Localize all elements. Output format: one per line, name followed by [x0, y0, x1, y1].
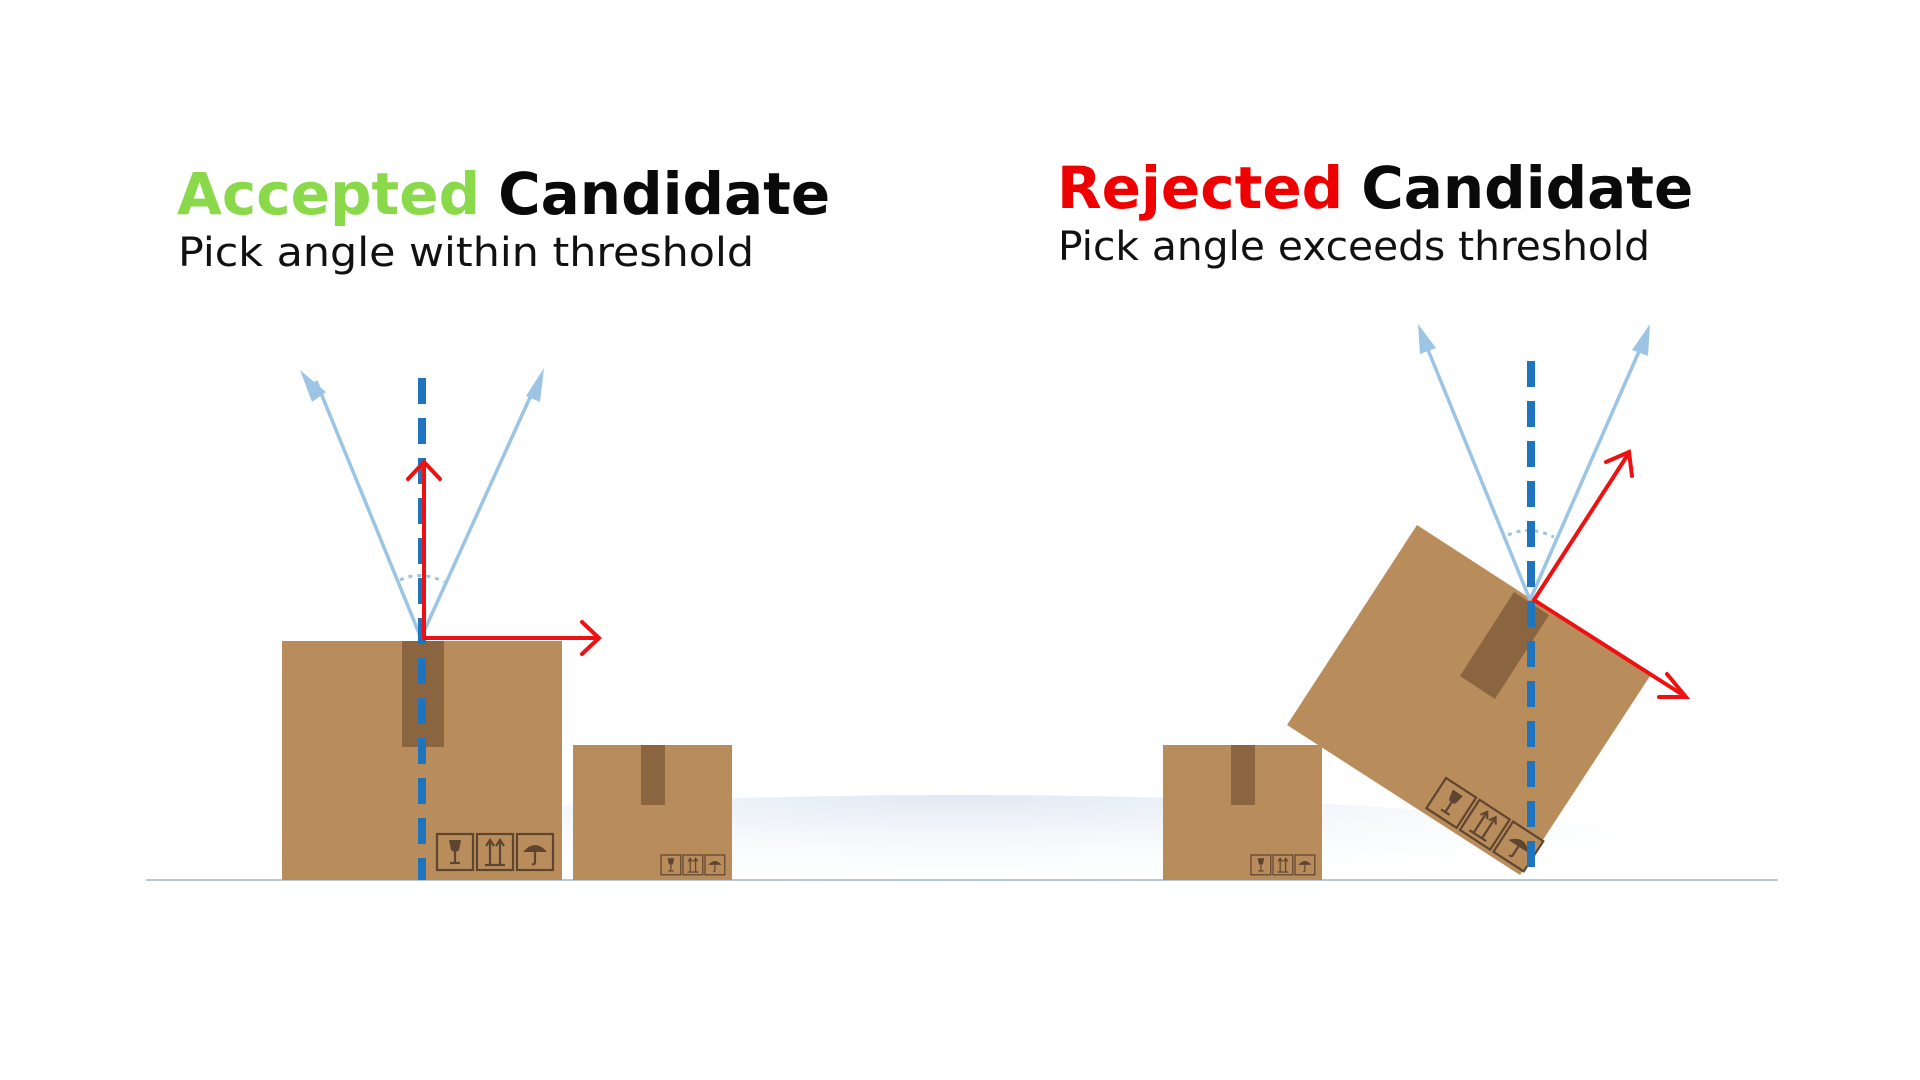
rejected-neighbor-box	[1163, 745, 1322, 880]
box-tape	[1460, 592, 1549, 699]
accepted-scene	[282, 368, 732, 880]
accepted-neighbor-box	[573, 745, 732, 880]
rejected-target-box	[1287, 525, 1650, 875]
rejected-threshold-cone	[1418, 324, 1650, 601]
box-tape	[1231, 745, 1255, 805]
accepted-subtitle: Pick angle within threshold	[178, 230, 754, 276]
accepted-heading: Accepted Candidate	[177, 160, 830, 228]
rejected-scene	[1163, 324, 1691, 880]
accepted-pick-frame	[406, 459, 602, 656]
accepted-title-word: Candidate	[498, 160, 830, 228]
accepted-threshold-cone	[300, 368, 544, 639]
rejected-subtitle: Pick angle exceeds threshold	[1058, 224, 1650, 270]
rejected-status-word: Rejected	[1057, 154, 1343, 222]
accepted-status-word: Accepted	[177, 160, 480, 228]
rejected-heading: Rejected Candidate	[1057, 154, 1693, 222]
box-tape	[641, 745, 665, 805]
rejected-title-word: Candidate	[1361, 154, 1693, 222]
box-tape	[402, 641, 444, 747]
rejected-pick-frame	[1532, 449, 1691, 699]
